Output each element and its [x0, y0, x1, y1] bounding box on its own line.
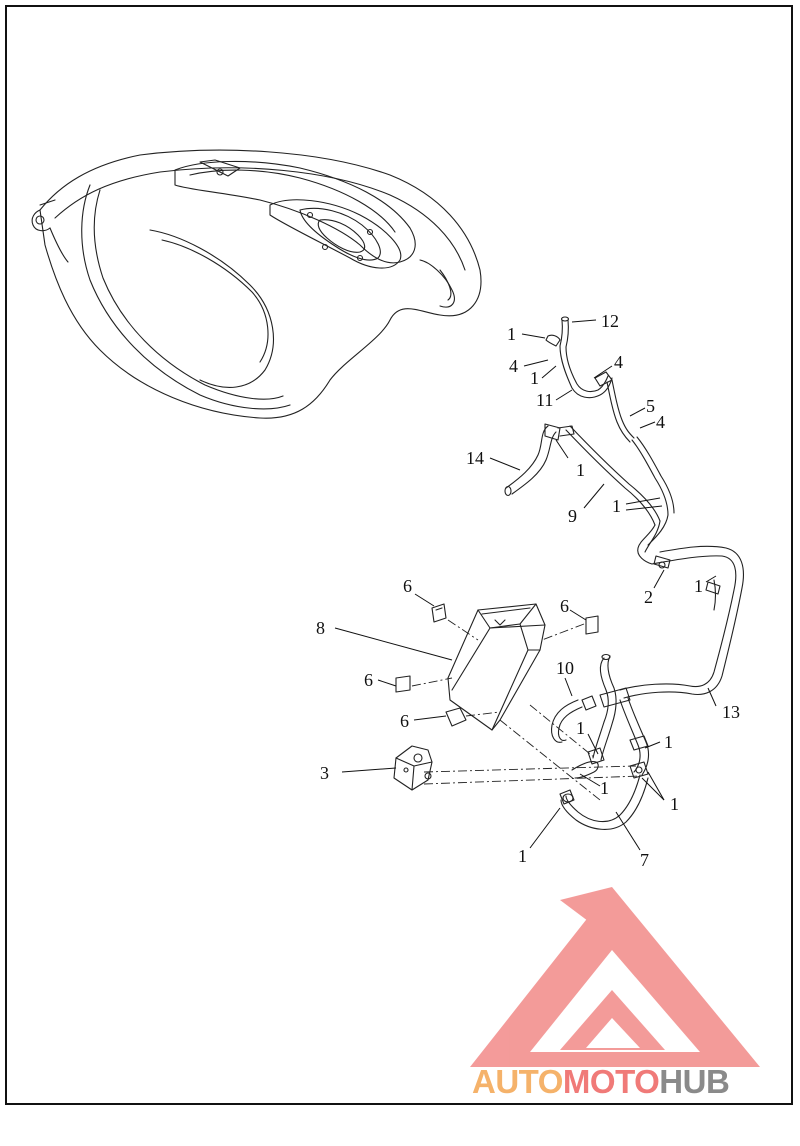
callout-1: 1 — [507, 324, 516, 344]
callout-1: 1 — [600, 778, 609, 798]
callout-6: 6 — [403, 576, 412, 596]
callout-12: 12 — [601, 311, 619, 331]
callout-1: 1 — [670, 794, 679, 814]
callout-2: 2 — [644, 587, 653, 607]
leader-lines — [334, 319, 717, 851]
watermark-auto: AUTO — [472, 1063, 563, 1100]
callout-4: 4 — [614, 352, 623, 372]
hose-9 — [565, 425, 675, 565]
callout-1: 1 — [664, 732, 673, 752]
callout-6: 6 — [400, 711, 409, 731]
callout-14: 14 — [466, 448, 484, 468]
canister-pads-6 — [395, 603, 599, 727]
hose-14 — [504, 423, 575, 497]
bracket-3 — [393, 745, 433, 791]
diagram-frame — [5, 5, 793, 1105]
callout-4: 4 — [509, 356, 518, 376]
callout-3: 3 — [320, 763, 329, 783]
fuel-tank — [31, 149, 482, 419]
callout-1: 1 — [576, 460, 585, 480]
vent-hose-12 — [545, 316, 570, 348]
callout-6: 6 — [364, 670, 373, 690]
callout-1: 1 — [694, 576, 703, 596]
callout-8: 8 — [316, 618, 325, 638]
watermark-text: AUTOMOTOHUB — [472, 1063, 730, 1101]
watermark-moto: MOTO — [562, 1063, 660, 1100]
callouts: 12 1 4 4 1 11 5 4 14 1 9 1 2 1 6 6 8 6 6… — [316, 311, 740, 870]
callout-11: 11 — [536, 390, 553, 410]
canister-dash-lines — [411, 619, 641, 801]
hose-10 — [551, 653, 631, 743]
callout-1: 1 — [576, 718, 585, 738]
callout-1: 1 — [612, 496, 621, 516]
callout-5: 5 — [646, 396, 655, 416]
hose-7 — [559, 697, 650, 830]
callout-7: 7 — [640, 850, 649, 870]
callout-4: 4 — [656, 412, 665, 432]
callout-13: 13 — [722, 702, 740, 722]
hose-13 — [619, 545, 744, 699]
callout-1: 1 — [530, 368, 539, 388]
hose-11 — [559, 345, 635, 443]
callout-9: 9 — [568, 506, 577, 526]
watermark-hub: HUB — [659, 1063, 730, 1100]
watermark-logo — [470, 887, 760, 1067]
callout-10: 10 — [556, 658, 574, 678]
callout-6: 6 — [560, 596, 569, 616]
charcoal-canister-8 — [447, 603, 546, 731]
callout-1: 1 — [518, 846, 527, 866]
